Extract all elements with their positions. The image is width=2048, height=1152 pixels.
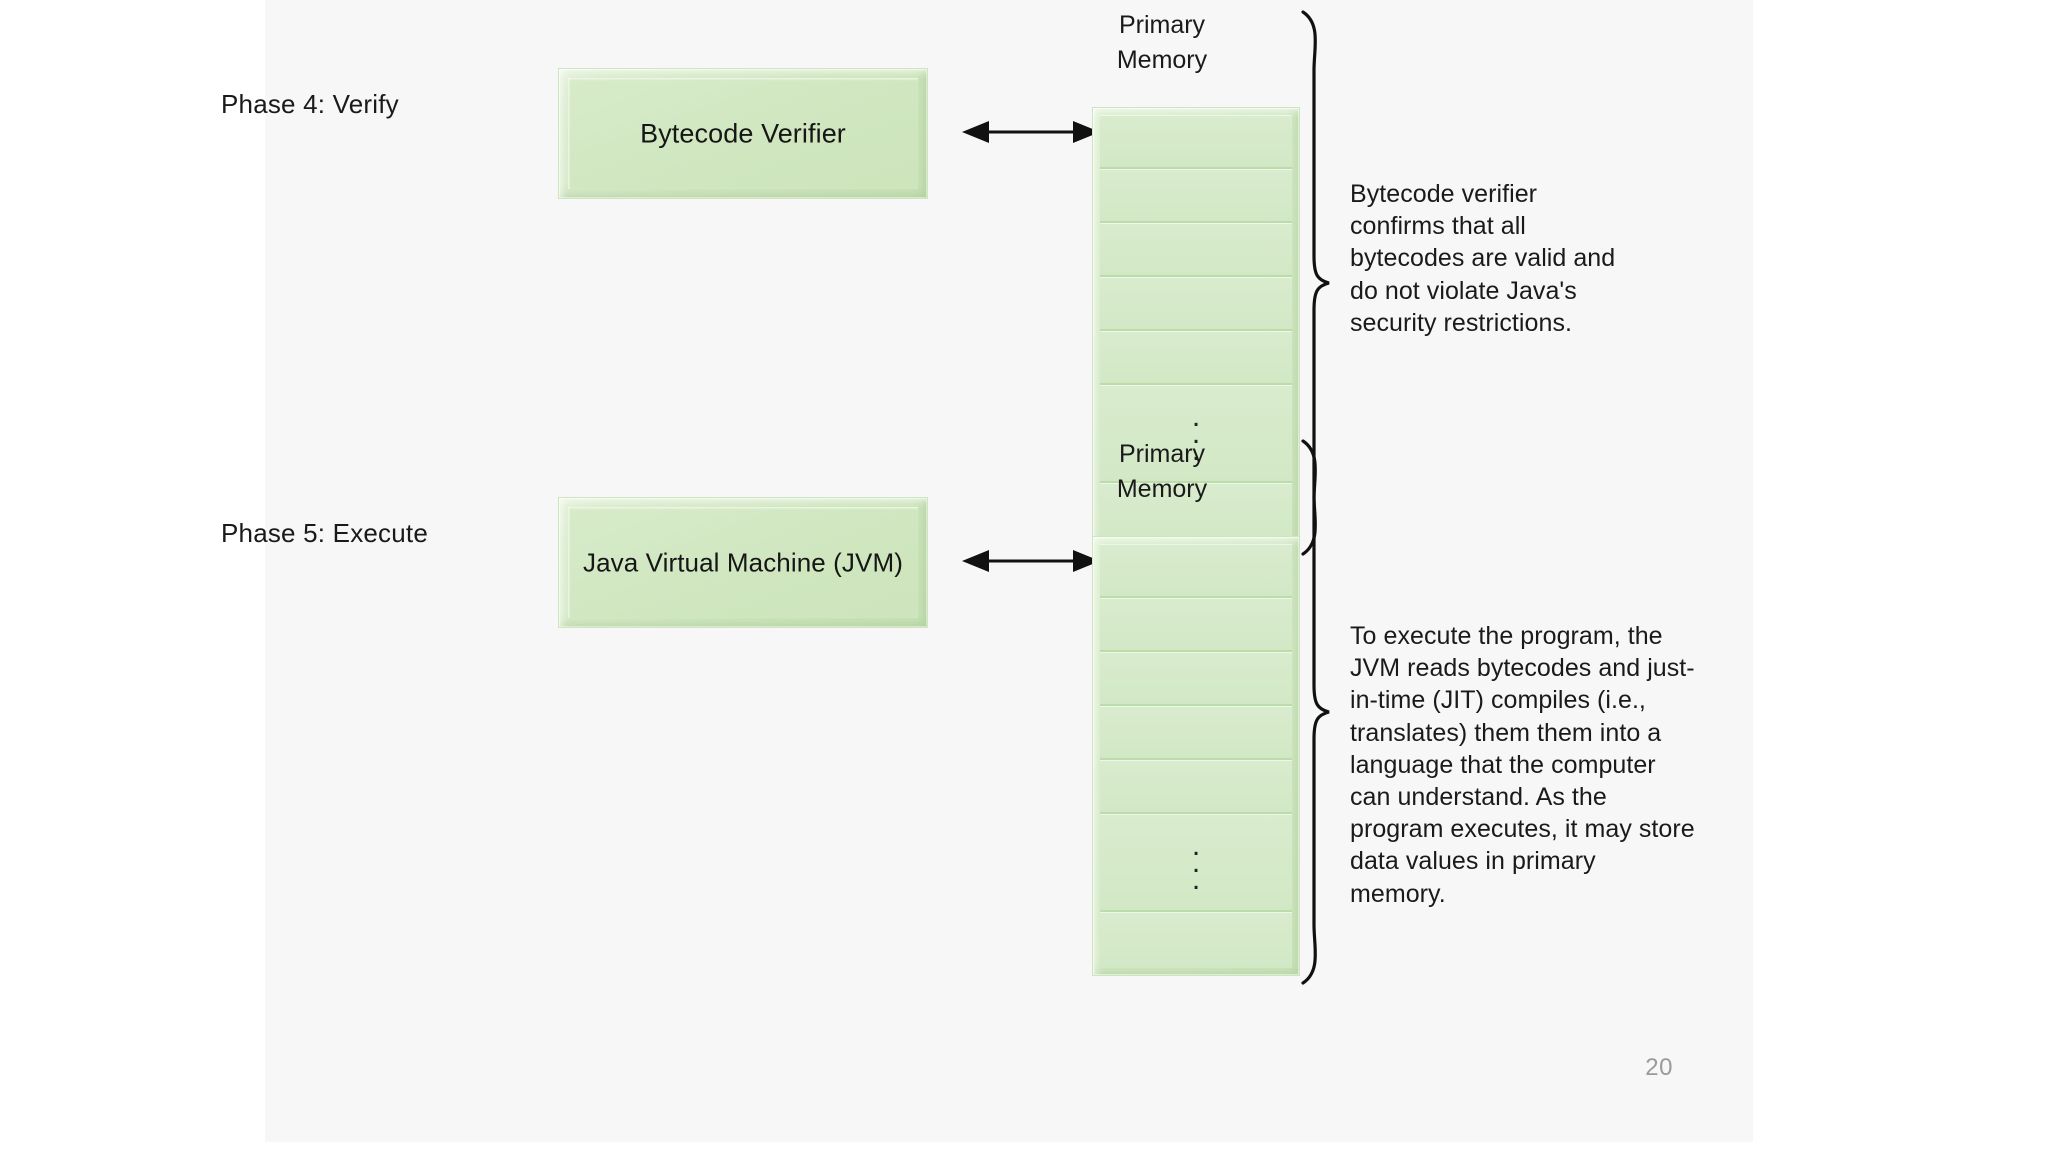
memory-cell [1100, 760, 1292, 814]
double-headed-arrow-verify [962, 118, 1100, 146]
memory-cell [1100, 912, 1292, 968]
page-number: 20 [1645, 1054, 1673, 1081]
memory-cell-ellipsis: ... [1100, 385, 1292, 483]
memory-cell [1100, 223, 1292, 277]
primary-memory-stack-execute: ... [1092, 536, 1300, 976]
memory-title-line-1: Primary [1118, 440, 1206, 468]
memory-title-line-2: Memory [1116, 475, 1208, 503]
memory-cell [1100, 483, 1292, 539]
memory-cell [1100, 598, 1292, 652]
memory-cell [1100, 169, 1292, 223]
curly-brace-execute [1295, 437, 1339, 987]
memory-cell [1100, 277, 1292, 331]
process-box-bytecode-verifier[interactable]: Bytecode Verifier [558, 68, 928, 199]
process-box-jvm[interactable]: Java Virtual Machine (JVM) [558, 497, 928, 628]
process-box-label: Java Virtual Machine (JVM) [582, 547, 903, 577]
memory-title-execute: Primary Memory [1062, 437, 1262, 507]
double-headed-arrow-execute [962, 547, 1100, 575]
vertical-ellipsis-icon: ... [1191, 828, 1201, 896]
box-bevel [568, 78, 918, 189]
memory-cell [1100, 706, 1292, 760]
memory-cell [1100, 115, 1292, 169]
slide-canvas: Phase 4: Verify Bytecode Verifier Primar… [221, 0, 1753, 1142]
phase-label-verify: Phase 4: Verify [221, 89, 399, 119]
box-bevel [568, 507, 918, 618]
memory-cell [1100, 652, 1292, 706]
memory-cell [1100, 331, 1292, 385]
memory-cell [1100, 544, 1292, 598]
vertical-ellipsis-icon: ... [1191, 399, 1201, 467]
memory-title-line-2: Memory [1116, 46, 1208, 74]
memory-cell-ellipsis: ... [1100, 814, 1292, 912]
memory-title-verify: Primary Memory [1062, 8, 1262, 78]
description-verify: Bytecode verifier confirms that all byte… [1350, 180, 1616, 337]
primary-memory-stack-verify: ... [1092, 107, 1300, 547]
phase-label-execute: Phase 5: Execute [221, 518, 428, 548]
memory-title-line-1: Primary [1118, 11, 1206, 39]
process-box-label: Bytecode Verifier [640, 118, 846, 148]
description-execute: To execute the program, the JVM reads by… [1350, 622, 1695, 908]
